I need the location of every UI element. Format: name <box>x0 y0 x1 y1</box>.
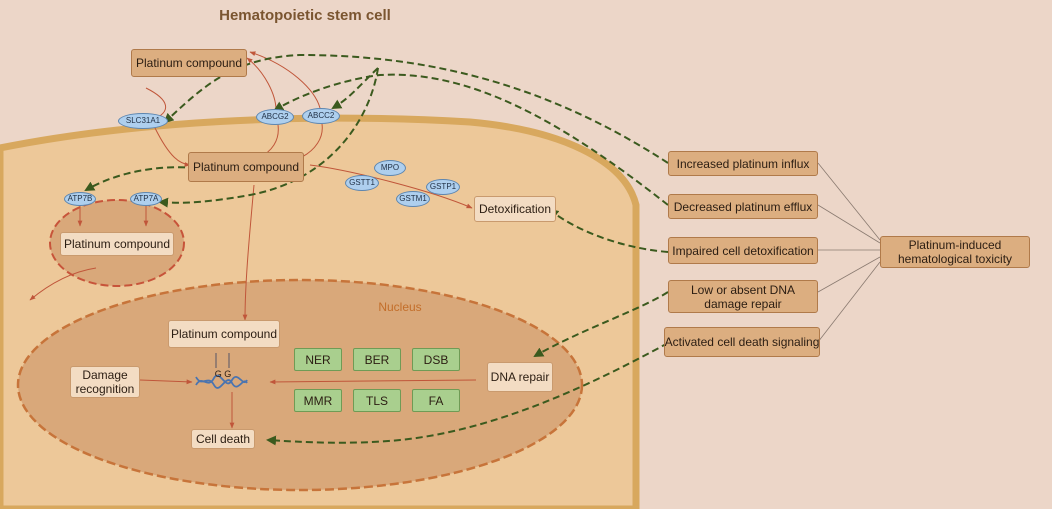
dsb-pathway: DSB <box>412 348 460 371</box>
nucleus-envelope <box>16 278 584 492</box>
fa-pathway: FA <box>412 389 460 412</box>
dna-strand <box>195 353 248 389</box>
mechanism-cell-death: Activated cell death signaling <box>664 327 820 357</box>
dna-repair-box: DNA repair <box>487 362 553 392</box>
nucleus-label: Nucleus <box>378 300 422 314</box>
platinum-compound-outer: Platinum compound <box>131 49 247 77</box>
mechanism-influx: Increased platinum influx <box>668 151 818 176</box>
slc31a1-transporter: SLC31A1 <box>118 113 168 129</box>
gstp1-enzyme: GSTP1 <box>426 179 460 195</box>
dna-base-label: G G <box>214 369 232 379</box>
abcg2-transporter: ABCG2 <box>256 109 294 125</box>
platinum-compound-cytoplasm: Platinum compound <box>188 152 304 182</box>
mmr-pathway: MMR <box>294 389 342 412</box>
atp7a-transporter: ATP7A <box>130 192 162 206</box>
gstm1-enzyme: GSTM1 <box>396 191 430 207</box>
gstt1-enzyme: GSTT1 <box>345 175 379 191</box>
platinum-compound-nucleus: Platinum compound <box>168 320 280 348</box>
cell-death-box: Cell death <box>191 429 255 449</box>
platinum-compound-vesicle: Platinum compound <box>60 232 174 256</box>
tls-pathway: TLS <box>353 389 401 412</box>
abcc2-transporter: ABCC2 <box>302 108 340 124</box>
damage-recognition-box: Damage recognition <box>70 366 140 398</box>
ner-pathway: NER <box>294 348 342 371</box>
diagram-title: Hematopoietic stem cell <box>219 7 391 24</box>
mpo-enzyme: MPO <box>374 160 406 176</box>
outcome-box: Platinum-induced hematological toxicity <box>880 236 1030 268</box>
detoxification-box: Detoxification <box>474 196 556 222</box>
mechanism-efflux: Decreased platinum efflux <box>668 194 818 219</box>
mechanism-dna-repair: Low or absent DNA damage repair <box>668 280 818 313</box>
ber-pathway: BER <box>353 348 401 371</box>
atp7b-transporter: ATP7B <box>64 192 96 206</box>
mechanism-detox: Impaired cell detoxification <box>668 237 818 264</box>
